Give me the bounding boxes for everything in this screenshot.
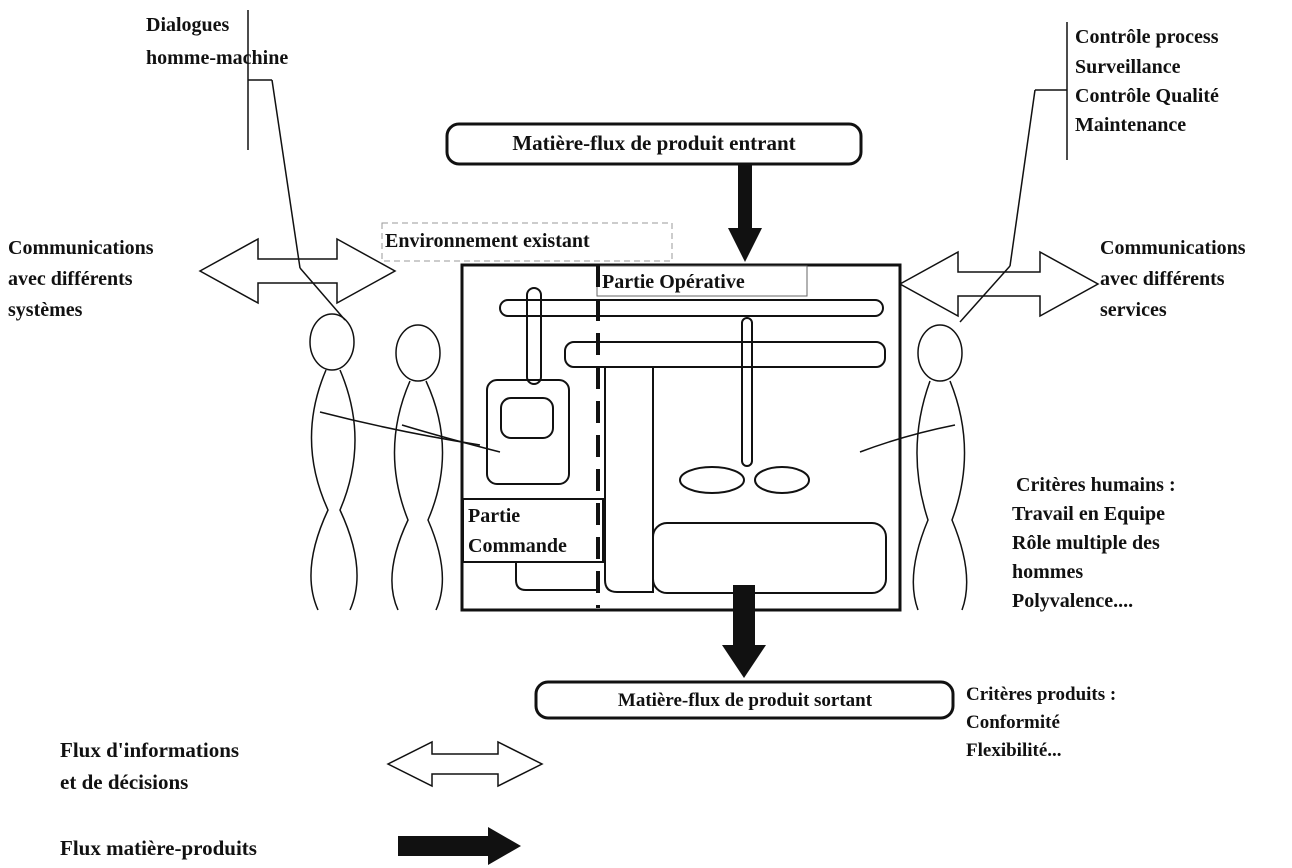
human-criteria-line-4: hommes <box>1012 561 1083 583</box>
operator-figure-left <box>309 313 481 611</box>
legend-material-text: Flux matière-produits <box>60 836 257 860</box>
right-double-arrow <box>898 250 1100 318</box>
product-criteria-line-1: Critères produits : <box>966 684 1116 705</box>
command-label-line-2: Commande <box>468 535 567 557</box>
tank-body <box>604 368 654 593</box>
inflow-label: Matière-flux de produit entrant <box>512 131 795 155</box>
right-comm-text: Communications avec différents services <box>1100 237 1251 321</box>
legend-info-line-2: et de décisions <box>60 770 188 794</box>
top-right-line-3: Contrôle Qualité <box>1075 85 1219 107</box>
inflow-box <box>445 122 863 166</box>
top-right-line-4: Maintenance <box>1075 114 1186 136</box>
system-frame <box>460 263 902 612</box>
right-comm-line-2: avec différents <box>1100 268 1225 290</box>
inflow-arrow <box>728 164 762 262</box>
operator-figure-right <box>859 324 968 611</box>
outflow-label: Matière-flux de produit sortant <box>618 690 873 711</box>
legend-info-arrow <box>386 740 544 788</box>
human-criteria-line-2: Travail en Equipe <box>1012 503 1165 525</box>
top-left-line-2: homme-machine <box>146 47 288 69</box>
command-label-box <box>462 498 604 563</box>
top-right-connector <box>959 22 1068 323</box>
legend-info-line-1: Flux d'informations <box>60 738 239 762</box>
outflow-box <box>534 680 955 720</box>
top-left-line-1: Dialogues <box>146 14 230 36</box>
command-label: Partie Commande <box>468 505 567 557</box>
right-comm-line-1: Communications <box>1100 237 1246 259</box>
human-criteria-line-3: Rôle multiple des <box>1012 532 1160 554</box>
left-comm-text: Communications avec différents systèmes <box>8 237 159 321</box>
right-comm-line-3: services <box>1100 299 1167 321</box>
legend-material-arrow <box>398 827 521 865</box>
command-connector <box>515 560 600 591</box>
agitator-blade-left <box>679 466 745 494</box>
agitator-blade-right <box>754 466 810 494</box>
top-left-text: Dialogues homme-machine <box>146 14 288 69</box>
top-right-line-1: Contrôle process <box>1075 26 1219 48</box>
agitator-shaft <box>741 317 753 467</box>
left-comm-line-1: Communications <box>8 237 154 259</box>
human-criteria-text: Critères humains : Travail en Equipe Rôl… <box>1012 474 1181 612</box>
product-criteria-line-3: Flexibilité... <box>966 740 1062 761</box>
human-criteria-line-1: Critères humains : <box>1016 474 1176 496</box>
human-criteria-line-5: Polyvalence.... <box>1012 590 1133 612</box>
operative-label-box <box>596 265 808 297</box>
hopper-inner <box>500 397 554 439</box>
operator-figure-center-left <box>391 324 501 611</box>
environment-box <box>381 222 673 262</box>
command-label-line-1: Partie <box>468 505 520 527</box>
top-right-line-2: Surveillance <box>1075 56 1181 78</box>
top-right-text: Contrôle process Surveillance Contrôle Q… <box>1075 26 1224 136</box>
outflow-arrow <box>722 585 766 678</box>
bottom-tank <box>652 522 887 594</box>
left-double-arrow <box>198 237 397 305</box>
middle-rail <box>564 341 886 368</box>
product-criteria-text: Critères produits : Conformité Flexibili… <box>966 684 1121 761</box>
legend-info-text: Flux d'informations et de décisions <box>60 738 244 794</box>
top-rail <box>499 299 884 317</box>
environment-label: Environnement existant <box>385 230 590 252</box>
product-criteria-line-2: Conformité <box>966 712 1060 733</box>
vertical-rod-left <box>526 287 542 385</box>
operative-label: Partie Opérative <box>602 271 745 293</box>
top-left-connector <box>247 10 346 321</box>
left-comm-line-3: systèmes <box>8 299 83 321</box>
hopper-outer <box>486 379 570 485</box>
left-comm-line-2: avec différents <box>8 268 133 290</box>
